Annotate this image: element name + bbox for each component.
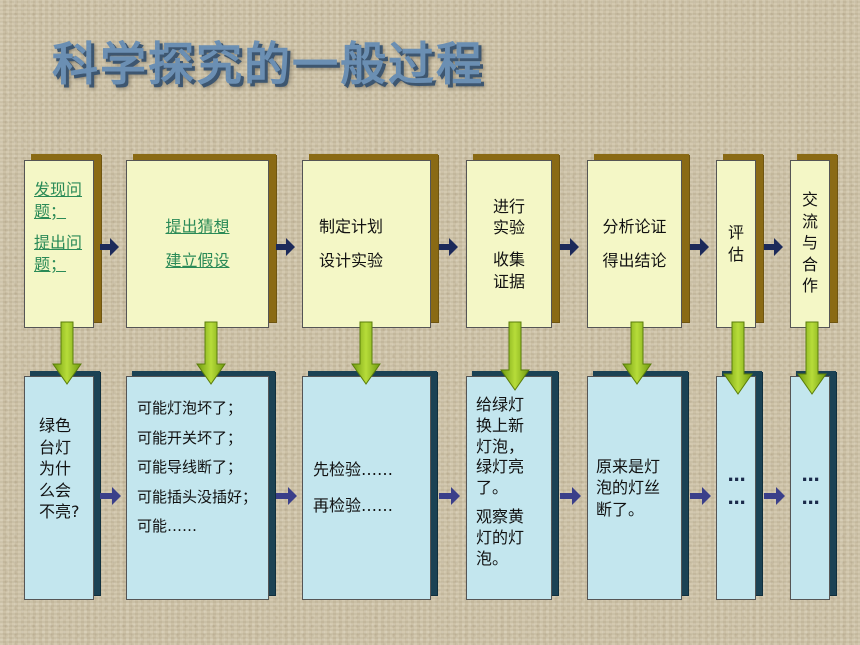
down-arrow-icon (622, 321, 652, 385)
detail-1-line-5: 不亮? (39, 502, 80, 522)
detail-1-line-4: 么会 (39, 480, 72, 500)
right-arrow-icon (276, 238, 295, 256)
detail-2-box: 可能灯泡坏了； 可能开关坏了； 可能导线断了； 可能插头没插好； 可能…… (126, 376, 269, 600)
detail-2-line-3: 可能导线断了； (137, 458, 243, 476)
detail-2-line-1: 可能灯泡坏了； (137, 399, 243, 417)
detail-6-ellipsis: …… (726, 465, 748, 511)
step-6-box: 评 估 (716, 160, 756, 328)
step-3-box: 制定计划 设计实验 (302, 160, 431, 328)
step-7-line-3: 与 (801, 233, 818, 253)
right-arrow-icon (560, 487, 581, 505)
right-arrow-icon (560, 238, 579, 256)
detail-3-line-2: 再检验…… (313, 496, 394, 515)
step-3-line-1: 制定计划 (319, 217, 384, 237)
detail-1-line-1: 绿色 (39, 416, 72, 435)
step-2-line-1[interactable]: 提出猜想 (165, 217, 230, 237)
detail-4-line-1: 给绿灯 (476, 395, 525, 414)
right-arrow-icon (100, 238, 119, 256)
step-7-line-5: 作 (801, 276, 818, 296)
detail-4-line-8: 泡。 (476, 548, 509, 568)
detail-7-box: …… (790, 376, 830, 600)
detail-1-line-3: 为什 (39, 459, 72, 479)
step-4-box: 进行 实验 收集 证据 (466, 160, 552, 328)
step-5-box: 分析论证 得出结论 (587, 160, 682, 328)
step-3-line-2: 设计实验 (319, 251, 384, 270)
down-arrow-icon (351, 321, 381, 385)
step-4-line-4: 证据 (492, 271, 525, 291)
detail-1-box: 绿色 台灯 为什 么会 不亮? (24, 376, 94, 600)
step-4-line-3: 收集 (492, 250, 525, 269)
right-arrow-icon (690, 487, 711, 505)
step-5-line-1: 分析论证 (602, 217, 667, 237)
right-arrow-icon (439, 487, 460, 505)
right-arrow-icon (276, 487, 297, 505)
step-7-line-4: 合 (801, 254, 818, 274)
detail-4-line-5: 了。 (476, 478, 509, 498)
down-arrow-icon (196, 321, 226, 385)
step-7-box: 交 流 与 合 作 (790, 160, 830, 328)
step-6-line-1: 评 (727, 223, 744, 243)
detail-6-box: …… (716, 376, 756, 600)
detail-2-line-2: 可能开关坏了； (137, 428, 243, 447)
right-arrow-icon (690, 238, 709, 256)
right-arrow-icon (764, 487, 785, 505)
detail-4-line-6: 观察黄 (476, 506, 525, 526)
step-1-box: 发现问题； 提出问题； (24, 160, 94, 328)
detail-4-line-7: 灯的灯 (476, 527, 525, 547)
step-1-line-1[interactable]: 发现问题； (34, 180, 83, 221)
detail-2-line-4: 可能插头没插好； (137, 487, 258, 506)
detail-3-line-1: 先检验…… (313, 460, 394, 480)
detail-5-line-2: 泡的灯丝 (596, 478, 661, 498)
step-7-line-2: 流 (801, 211, 818, 231)
page-title: 科学探究的一般过程 (52, 37, 484, 91)
step-6-line-2: 估 (727, 245, 744, 264)
step-1-line-2[interactable]: 提出问题； (34, 233, 83, 274)
down-arrow-icon (52, 321, 82, 385)
detail-5-line-1: 原来是灯 (596, 456, 661, 476)
detail-3-box: 先检验…… 再检验…… (302, 376, 431, 600)
right-arrow-icon (100, 487, 121, 505)
detail-4-line-4: 绿灯亮 (476, 457, 525, 477)
detail-2-line-5: 可能…… (137, 517, 198, 535)
step-4-line-2: 实验 (492, 218, 525, 238)
step-7-line-1: 交 (801, 190, 818, 209)
detail-7-ellipsis: …… (800, 465, 822, 511)
step-2-box: 提出猜想 建立假设 (126, 160, 269, 328)
step-4-line-1: 进行 (492, 196, 525, 216)
detail-4-box: 给绿灯 换上新 灯泡， 绿灯亮 了。 观察黄 灯的灯 泡。 (466, 376, 552, 600)
detail-1-line-2: 台灯 (39, 437, 72, 457)
detail-4-line-3: 灯泡， (476, 436, 525, 456)
right-arrow-icon (764, 238, 783, 256)
right-arrow-icon (439, 238, 458, 256)
step-2-line-2[interactable]: 建立假设 (165, 251, 230, 270)
detail-5-line-3: 断了。 (596, 499, 645, 519)
detail-5-box: 原来是灯 泡的灯丝 断了。 (587, 376, 682, 600)
detail-4-line-2: 换上新 (476, 415, 525, 435)
step-5-line-2: 得出结论 (602, 251, 667, 270)
